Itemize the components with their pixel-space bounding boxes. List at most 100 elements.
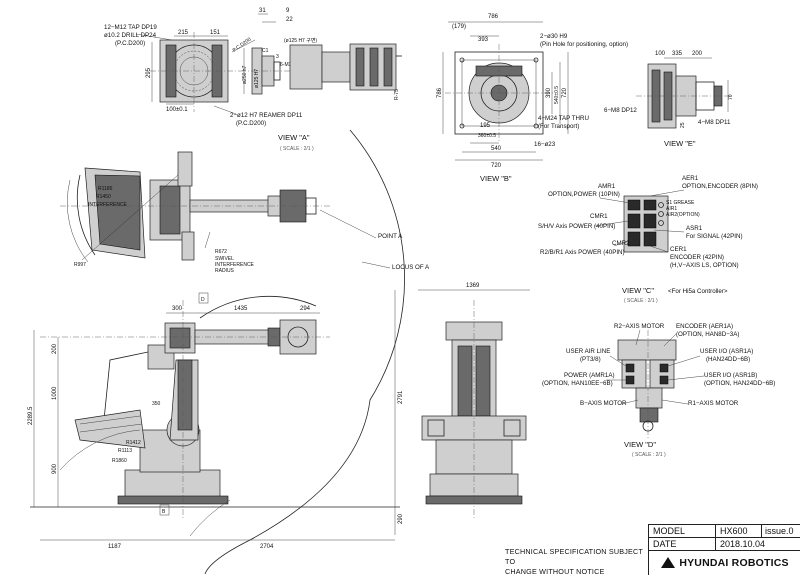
view-b-dim-393: 393 bbox=[478, 37, 489, 43]
view-c-asr1-desc: For SIGNAL (42PIN) bbox=[686, 233, 743, 240]
view-c-amr1: AMR1 bbox=[598, 183, 616, 190]
side-r1860: R1860 bbox=[112, 458, 127, 464]
view-c-air1: AIR1 bbox=[666, 206, 677, 212]
view-e-dim-25: 25 bbox=[680, 122, 686, 128]
view-c-group: AMR1 OPTION,POWER (10PIN) AER1 OPTION,EN… bbox=[538, 175, 758, 304]
spec-note-line-2: CHANGE WITHOUT NOTICE bbox=[505, 567, 605, 576]
view-b-pin-hole: 2−ø30 H9 bbox=[540, 33, 568, 40]
view-a-tap-label: 12−M12 TAP DP19 bbox=[104, 24, 157, 31]
view-a-dim-295: 295 bbox=[146, 67, 152, 78]
view-a-drill-label: ø10.2 DRILL DP24 bbox=[104, 32, 157, 39]
view-e-group: 100 335 200 6−M8 DP12 4−M8 DP11 25 70 VI… bbox=[604, 51, 734, 148]
view-d-io2-opt: (OPTION, HAN24DD−6B) bbox=[704, 380, 775, 387]
top-view-r672: R672 bbox=[215, 249, 227, 255]
model-value: HX600 bbox=[720, 526, 748, 536]
view-a-title: VIEW "A" bbox=[278, 133, 310, 142]
view-e-dim-200: 200 bbox=[692, 51, 703, 57]
view-e-dim-100: 100 bbox=[655, 51, 666, 57]
view-d-io2: USER I/O (ASR1B) bbox=[704, 372, 757, 379]
view-c-cmr2-desc: R2/B/R1 Axis POWER (40PIN) bbox=[540, 249, 625, 256]
view-c-aer1: AER1 bbox=[682, 175, 699, 182]
view-b-transport: (For Transport) bbox=[538, 123, 579, 130]
view-c-aer1-desc: OPTION,ENCODER (8PIN) bbox=[682, 183, 758, 190]
view-d-encoder: ENCODER (AER1A) bbox=[676, 323, 733, 330]
view-a-m30: 6-M30 bbox=[280, 62, 294, 68]
view-a-dim-9: 9 bbox=[286, 8, 290, 14]
side-dim-290: 290 bbox=[398, 513, 404, 524]
view-b-tap-thru: 4−M24 TAP THRU bbox=[538, 115, 589, 122]
side-dim-200: 200 bbox=[52, 343, 58, 354]
locus-of-a-arc bbox=[204, 129, 405, 575]
svg-text:R-75: R-75 bbox=[394, 89, 400, 100]
side-view-group: B D 300 1435 294 200 1000 2289.5 900 118… bbox=[28, 290, 404, 550]
title-block-model-row: MODEL HX600 issue.0 bbox=[649, 525, 800, 538]
view-e-m8-dp12: 6−M8 DP12 bbox=[604, 107, 637, 114]
title-block: MODEL HX600 issue.0 DATE 2018.10.04 HYUN… bbox=[648, 524, 800, 575]
view-c-cer1: CER1 bbox=[670, 246, 687, 253]
wrist-top-view: R-75 bbox=[289, 43, 402, 100]
view-c-cmr1: CMR1 bbox=[590, 213, 608, 220]
view-b-title: VIEW "B" bbox=[480, 174, 512, 183]
side-dim-2289: 2289.5 bbox=[28, 406, 34, 425]
view-arrow-icon bbox=[159, 504, 170, 516]
side-dim-1000: 1000 bbox=[52, 386, 58, 400]
title-block-date-row: DATE 2018.10.04 bbox=[649, 538, 800, 551]
view-e-m8-dp11: 4−M8 DP11 bbox=[698, 119, 731, 126]
view-d-r1: R1−AXIS MOTOR bbox=[688, 400, 739, 407]
view-a-dim-100: 100±0.1 bbox=[166, 107, 188, 113]
view-a-pcd-ream-label: (P.C.D200) bbox=[236, 120, 266, 127]
spec-note: TECHNICAL SPECIFICATION SUBJECT TO CHANG… bbox=[505, 547, 645, 577]
date-label: DATE bbox=[649, 538, 716, 550]
view-a-dim-22: 22 bbox=[286, 17, 293, 23]
top-view-interference: INTERFERENCE bbox=[88, 202, 128, 208]
top-view-r997: R997 bbox=[74, 262, 86, 268]
view-e-title: VIEW "E" bbox=[664, 139, 696, 148]
view-b-holes: 16−ø23 bbox=[534, 141, 556, 148]
view-a-d250: ø250 h7 bbox=[242, 65, 248, 84]
view-d-b-axis: B−AXIS MOTOR bbox=[580, 400, 627, 407]
side-dim-900: 900 bbox=[52, 463, 58, 474]
view-d-r2: R2−AXIS MOTOR bbox=[614, 323, 665, 330]
view-d-power-opt: (OPTION, HAN10EE−6B) bbox=[542, 380, 613, 387]
view-c-scale: ( SCALE : 2/1 ) bbox=[624, 298, 658, 304]
view-a-dim-151: 151 bbox=[210, 30, 221, 36]
view-c-cer1-desc2: (H,V−AXIS LS, OPTION) bbox=[670, 262, 739, 269]
view-a-ream-label: 2−ø12 H7 REAMER DP11 bbox=[230, 112, 303, 119]
date-value: 2018.10.04 bbox=[720, 539, 766, 549]
top-view-radius: RADIUS bbox=[215, 268, 235, 274]
side-dim-2704: 2704 bbox=[260, 544, 274, 550]
view-b-dim-390: 390 bbox=[546, 87, 552, 98]
view-c-cer1-desc1: ENCODER (42PIN) bbox=[670, 254, 724, 261]
side-r1113: R1113 bbox=[118, 448, 132, 454]
view-b-pin-note: (Pin Hole for positioning, option) bbox=[540, 41, 628, 48]
view-b-dim-720v: 720 bbox=[562, 87, 568, 98]
view-c-air2: AIR2(OPTION) bbox=[666, 212, 700, 218]
view-d-power: POWER (AMR1A) bbox=[564, 372, 615, 379]
view-c-grease: S1 GREASE bbox=[666, 200, 695, 206]
company-name: HYUNDAI ROBOTICS bbox=[679, 557, 789, 569]
view-b-dim-540v: 540±0.5 bbox=[554, 86, 560, 104]
view-b-dim-720: 720 bbox=[491, 163, 502, 169]
side-dim-300: 300 bbox=[172, 306, 183, 312]
top-view-r1450: R1450 bbox=[96, 194, 111, 200]
view-a-pcd-tap-label: (P.C.D200) bbox=[115, 40, 145, 47]
company-logo: HYUNDAI ROBOTICS bbox=[649, 551, 800, 575]
view-a-dim-215: 215 bbox=[178, 30, 189, 36]
side-r1412: R1412 bbox=[126, 440, 141, 446]
view-a-d125: ø125 H7 bbox=[254, 69, 260, 88]
view-c-cmr2: CMR2 bbox=[612, 240, 630, 247]
view-e-dim-335: 335 bbox=[672, 51, 683, 57]
view-d-air: USER AIR LINE bbox=[566, 348, 610, 355]
locus-label: LOCUS OF A bbox=[392, 264, 430, 271]
view-e-dim-70: 70 bbox=[728, 94, 734, 100]
view-d-io1: USER I/O (ASR1A) bbox=[700, 348, 753, 355]
arrow-b-label: B bbox=[162, 509, 166, 515]
view-b-dim-195: 195 bbox=[480, 123, 491, 129]
view-a-scale: ( SCALE : 2/1 ) bbox=[280, 146, 314, 152]
front-view-group: 1369 bbox=[418, 283, 530, 520]
top-view-interference2: INTERFERENCE bbox=[215, 262, 255, 268]
view-d-encoder-opt: (OPTION, HAN8D−3A) bbox=[676, 331, 739, 338]
view-b-group: (179) 786 393 2−ø30 H9 (Pin Hole for pos… bbox=[437, 14, 628, 183]
view-c-subtitle: <For Hi5a Controller> bbox=[668, 288, 728, 295]
